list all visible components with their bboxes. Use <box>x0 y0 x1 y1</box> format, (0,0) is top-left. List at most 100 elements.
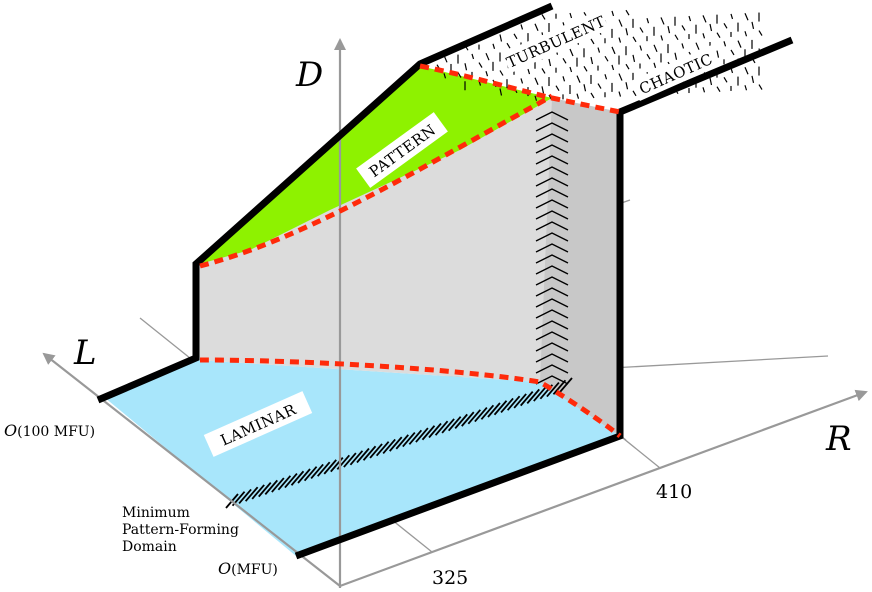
speckle-mark <box>611 10 615 17</box>
speckle-mark <box>744 67 749 75</box>
stripe-mark <box>415 427 429 443</box>
speckle-mark <box>688 15 692 22</box>
speckle-mark <box>583 65 588 72</box>
stripe-mark <box>467 409 481 425</box>
chevron-mark <box>535 144 569 154</box>
speckle-mark <box>471 53 475 60</box>
speckle-mark <box>702 15 707 23</box>
speckle-mark <box>576 93 580 99</box>
speckle-mark <box>695 42 700 50</box>
chevron-mark <box>535 353 569 363</box>
stripe-mark <box>369 443 383 459</box>
stripe-mark <box>441 418 455 434</box>
speckle-mark <box>604 55 609 62</box>
stripe-mark <box>238 488 252 505</box>
speckle-mark <box>618 19 623 27</box>
speckle-mark <box>555 85 560 92</box>
speckle-mark <box>534 23 539 31</box>
stripe-mark <box>284 472 298 489</box>
speckle-mark <box>716 86 721 92</box>
l-tick-high: O(100 MFU) <box>4 421 95 440</box>
speckle-mark <box>709 77 713 86</box>
stripe-mark <box>552 379 567 395</box>
stripe-mark <box>303 466 318 482</box>
pattern-upper-boundary <box>419 63 621 115</box>
speckle-mark <box>723 76 728 83</box>
speckle-mark <box>562 76 566 82</box>
stripe-mark <box>447 416 462 432</box>
speckle-mark <box>744 85 748 91</box>
speckle-mark <box>646 17 650 24</box>
speckle-mark <box>681 25 686 31</box>
stripe-mark <box>461 411 475 427</box>
speckle-mark <box>730 49 735 56</box>
stripe-mark <box>559 377 573 393</box>
speckle-mark <box>569 12 573 19</box>
speckle-mark <box>653 62 657 68</box>
stripe-mark <box>500 397 514 414</box>
speckle-mark <box>541 86 545 94</box>
stripe-mark <box>343 452 357 468</box>
speckle-mark <box>478 62 483 68</box>
speckle-mark <box>632 54 636 62</box>
speckle-mark <box>674 52 678 60</box>
d-axis-label: D <box>295 55 323 95</box>
stripe-mark <box>362 445 377 461</box>
stripe-mark <box>258 482 272 498</box>
stripe-mark <box>297 468 311 484</box>
speckle-mark <box>527 68 531 75</box>
speckle-mark <box>618 37 622 43</box>
l-axis-label: L <box>73 333 97 373</box>
stripe-mark <box>506 395 521 411</box>
chevron-column <box>535 111 569 385</box>
wall-surface <box>196 98 620 436</box>
stripe-mark <box>375 441 390 457</box>
stripe-mark <box>428 422 442 439</box>
stripe-mark <box>382 438 396 454</box>
speckle-mark <box>569 66 573 73</box>
speckle-mark <box>744 31 748 37</box>
l-axis <box>42 352 341 587</box>
speckle-mark <box>716 32 721 38</box>
chevron-mark <box>535 133 569 143</box>
stripe-mark <box>480 404 495 420</box>
speckle-mark <box>723 41 727 47</box>
chevron-mark <box>535 155 569 165</box>
speckle-mark <box>464 63 468 71</box>
speckle-mark <box>660 17 665 25</box>
speckle-mark <box>499 34 503 42</box>
stripe-mark <box>533 386 547 402</box>
stripe-mark <box>395 434 409 450</box>
speckle-mark <box>499 70 504 76</box>
speckle-mark <box>569 48 574 57</box>
r-axis-label: R <box>825 419 852 459</box>
speckle-mark <box>653 44 658 53</box>
speckle-mark <box>639 27 644 33</box>
speckle-mark <box>646 53 651 60</box>
speckle-mark <box>590 92 595 99</box>
speckle-mark <box>639 45 643 51</box>
stripe-mark <box>356 447 370 464</box>
chevron-mark <box>535 111 569 121</box>
speckle-mark <box>674 34 679 41</box>
speckle-mark <box>597 83 602 89</box>
chevron-mark <box>535 232 569 242</box>
stripe-mark <box>546 381 560 398</box>
r-axis <box>339 389 868 588</box>
speckle-mark <box>541 14 546 20</box>
chevron-mark <box>535 287 569 297</box>
speckle-mark <box>730 13 734 20</box>
chevron-mark <box>535 375 569 385</box>
speckle-mark <box>576 75 581 83</box>
speckle-mark <box>723 22 728 29</box>
speckle-mark <box>513 33 518 40</box>
speckle-mark <box>541 68 546 74</box>
speckle-mark <box>625 28 629 36</box>
stripe-mark <box>454 413 468 429</box>
stripe-mark <box>487 402 501 418</box>
speckle-mark <box>625 82 629 90</box>
l-tick-low: O(MFU) <box>218 559 278 578</box>
chevron-mark <box>535 309 569 319</box>
speckle-mark <box>702 33 706 39</box>
